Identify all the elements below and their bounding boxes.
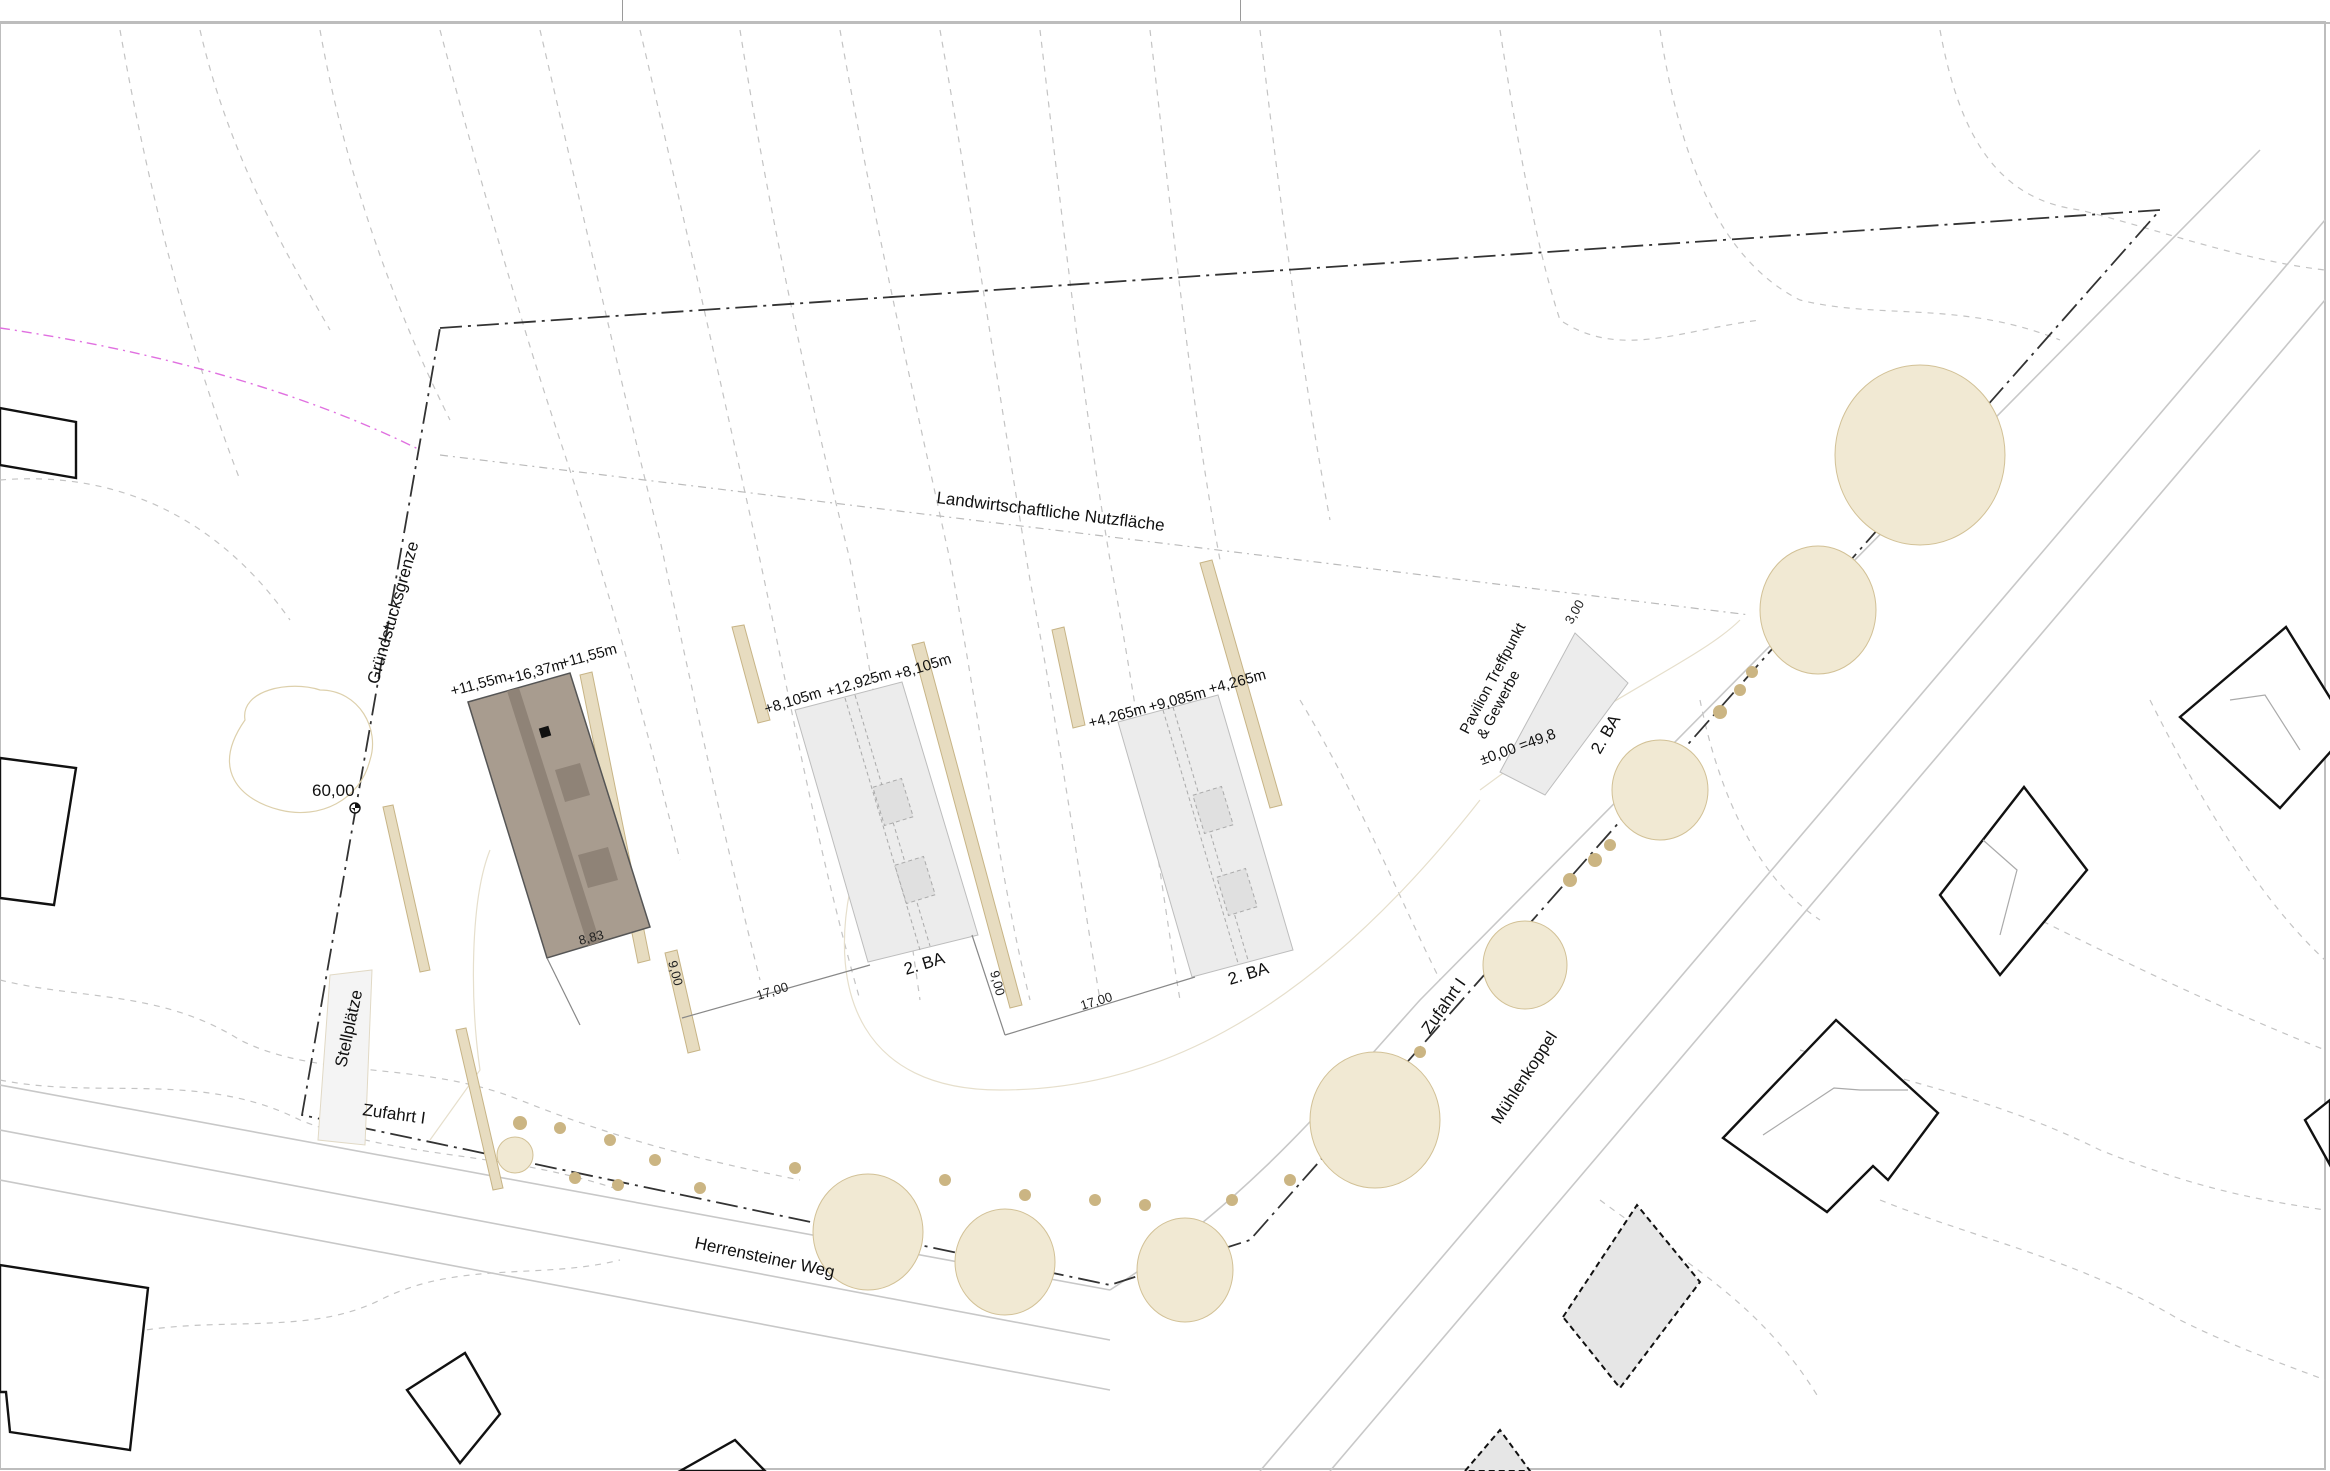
property-line-label: Gründstucksgrenze xyxy=(364,539,423,686)
house-outline xyxy=(405,1351,502,1465)
property-boundary[interactable] xyxy=(300,208,2163,1286)
elevation-label: 60,00 xyxy=(312,781,355,800)
building-2[interactable] xyxy=(794,681,979,963)
house-outline xyxy=(1721,1018,1940,1214)
parking-area[interactable] xyxy=(317,969,373,1146)
house-outline xyxy=(0,406,78,480)
hedge-strips xyxy=(382,559,1283,1191)
building-3[interactable] xyxy=(1117,694,1294,978)
height-label: +11,55m xyxy=(559,641,619,672)
width-label: 8,83 xyxy=(577,927,605,948)
house-outline xyxy=(0,1263,150,1452)
agricultural-boundary xyxy=(439,454,1751,616)
elevation-marker xyxy=(349,802,361,814)
trees xyxy=(228,364,2006,1323)
road-muehlenkoppel-label: Mühlenkoppel xyxy=(1487,1028,1561,1127)
access-west-label: Zufahrt I xyxy=(361,1100,426,1128)
neighbouring-houses xyxy=(0,406,2330,1471)
planned-house xyxy=(1561,1203,1702,1390)
house-outline xyxy=(677,1438,767,1471)
pavilion-offset: 3,00 xyxy=(1562,597,1588,626)
access-east-label: Zufahrt I xyxy=(1418,975,1470,1038)
utility-line xyxy=(0,327,421,451)
shrubs xyxy=(513,666,1758,1211)
spacing-label: 17,00 xyxy=(1078,989,1114,1013)
pavilion[interactable] xyxy=(1499,632,1629,796)
planned-house xyxy=(1463,1428,1532,1471)
house-outline xyxy=(0,756,78,907)
house-outline xyxy=(2303,1098,2330,1168)
agricultural-area-label: Landwirtschaftliche Nutzfläche xyxy=(936,488,1166,535)
dimension-lines xyxy=(546,934,1196,1036)
header-divider xyxy=(622,0,623,22)
building-1[interactable] xyxy=(467,672,651,959)
setback-label: 9,00 xyxy=(665,959,686,987)
setback-label: 9,00 xyxy=(987,969,1008,997)
spacing-label: 17,00 xyxy=(754,979,790,1003)
house-outline xyxy=(1938,785,2089,977)
contour-lines xyxy=(0,29,2326,1401)
phase-label: 2. BA xyxy=(902,948,948,979)
house-outline xyxy=(2178,625,2330,810)
header-divider xyxy=(1240,0,1241,22)
